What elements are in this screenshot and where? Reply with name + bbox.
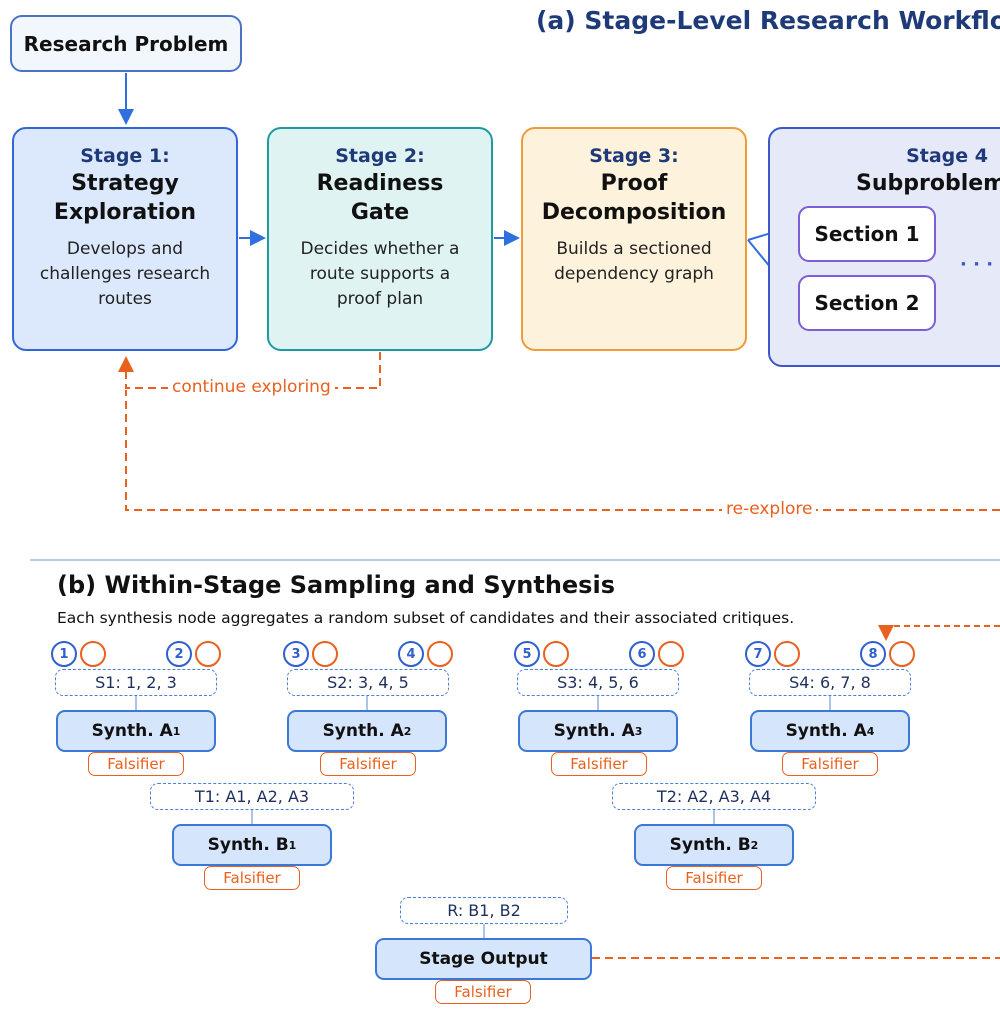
re-explore-label: re-explore bbox=[722, 499, 817, 519]
stage-4-name: Subproblem bbox=[856, 171, 1000, 196]
stage-2-name-line2: Gate bbox=[350, 200, 410, 225]
synth-b1-subscript: 1 bbox=[288, 838, 297, 852]
stage-2-desc-line3: proof plan bbox=[336, 289, 424, 309]
stage-2-desc-line2: route supports a bbox=[309, 264, 451, 284]
stage-4-number: Stage 4 bbox=[906, 145, 988, 167]
section-1-node: Section 1 bbox=[798, 206, 936, 262]
candidate-6-circle: 6 bbox=[629, 641, 655, 667]
synth-a3-label: Synth. A bbox=[553, 721, 635, 741]
synth-b2-subscript: 2 bbox=[750, 838, 759, 852]
stage-2-name-line1: Readiness bbox=[316, 171, 444, 196]
stage-1-name-line1: Strategy bbox=[71, 171, 179, 196]
re-explore-loop bbox=[125, 390, 1000, 511]
stage-3-name-line1: Proof bbox=[600, 171, 668, 196]
research-problem-node: Research Problem bbox=[10, 15, 242, 72]
set-r: R: B1, B2 bbox=[400, 897, 568, 924]
set-s3: S3: 4, 5, 6 bbox=[517, 669, 679, 696]
synth-a3-subscript: 3 bbox=[634, 724, 643, 738]
candidate-5-circle: 5 bbox=[514, 641, 540, 667]
stage-3-name-line2: Decomposition bbox=[541, 200, 727, 225]
stage-2-desc-line1: Decides whether a bbox=[300, 239, 460, 259]
falsifier-root: Falsifier bbox=[435, 980, 531, 1004]
set-t1: T1: A1, A2, A3 bbox=[150, 783, 354, 810]
candidate-2-circle: 2 bbox=[166, 641, 192, 667]
set-s2: S2: 3, 4, 5 bbox=[287, 669, 449, 696]
critique-1-circle bbox=[80, 641, 106, 667]
stage-2-node: Stage 2: Readiness Gate Decides whether … bbox=[267, 127, 493, 351]
falsifier-a4: Falsifier bbox=[782, 752, 878, 776]
stage-1-desc-line2: challenges research bbox=[39, 264, 211, 284]
candidate-3-circle: 3 bbox=[283, 641, 309, 667]
critique-7-circle bbox=[774, 641, 800, 667]
stage-2-desc: Decides whether a route supports a proof… bbox=[301, 237, 460, 312]
synth-a4-label: Synth. A bbox=[785, 721, 867, 741]
falsifier-a3: Falsifier bbox=[551, 752, 647, 776]
set-t2: T2: A2, A3, A4 bbox=[612, 783, 816, 810]
falsifier-a2: Falsifier bbox=[320, 752, 416, 776]
synth-a2-label: Synth. A bbox=[322, 721, 404, 741]
set-s1: S1: 1, 2, 3 bbox=[55, 669, 217, 696]
stage-1-node: Stage 1: Strategy Exploration Develops a… bbox=[12, 127, 238, 351]
continue-exploring-label: continue exploring bbox=[168, 377, 335, 397]
falsifier-b1: Falsifier bbox=[204, 866, 300, 890]
stage-1-name-line2: Exploration bbox=[53, 200, 197, 225]
panel-a-title: (a) Stage-Level Research Workflow bbox=[536, 6, 1000, 35]
synth-a2-subscript: 2 bbox=[403, 724, 412, 738]
stage-1-desc-line1: Develops and bbox=[66, 239, 184, 259]
stage-3-number: Stage 3: bbox=[589, 145, 679, 167]
critique-6-circle bbox=[658, 641, 684, 667]
feedback-to-candidate8 bbox=[878, 625, 1000, 641]
candidate-4-circle: 4 bbox=[398, 641, 424, 667]
falsifier-b2: Falsifier bbox=[666, 866, 762, 890]
synth-b1-label: Synth. B bbox=[207, 835, 289, 855]
stage-3-desc-line1: Builds a sectioned bbox=[556, 239, 712, 259]
synth-a1-subscript: 1 bbox=[172, 724, 181, 738]
candidate-8-circle: 8 bbox=[860, 641, 886, 667]
stage-3-desc: Builds a sectioned dependency graph bbox=[554, 237, 714, 287]
critique-8-circle bbox=[889, 641, 915, 667]
stage-1-desc-line3: routes bbox=[98, 289, 152, 309]
critique-2-circle bbox=[195, 641, 221, 667]
stage-1-number: Stage 1: bbox=[80, 145, 170, 167]
stage-output-node: Stage Output bbox=[375, 938, 592, 980]
stage-3-desc-line2: dependency graph bbox=[554, 264, 714, 284]
stage-3-node: Stage 3: Proof Decomposition Builds a se… bbox=[521, 127, 747, 351]
falsifier-a1: Falsifier bbox=[88, 752, 184, 776]
synth-a1-label: Synth. A bbox=[91, 721, 173, 741]
critique-3-circle bbox=[312, 641, 338, 667]
critique-4-circle bbox=[427, 641, 453, 667]
stage-1-desc: Develops and challenges research routes bbox=[40, 237, 210, 312]
panel-b-title: (b) Within-Stage Sampling and Synthesis bbox=[57, 571, 615, 599]
synth-a4-subscript: 4 bbox=[866, 724, 875, 738]
set-s4: S4: 6, 7, 8 bbox=[749, 669, 911, 696]
candidate-1-circle: 1 bbox=[51, 641, 77, 667]
section-ellipsis: · · · bbox=[960, 254, 994, 275]
critique-5-circle bbox=[543, 641, 569, 667]
candidate-7-circle: 7 bbox=[745, 641, 771, 667]
section-2-node: Section 2 bbox=[798, 275, 936, 331]
panel-b-subtitle: Each synthesis node aggregates a random … bbox=[57, 609, 795, 627]
stage-2-number: Stage 2: bbox=[335, 145, 425, 167]
synth-b2-label: Synth. B bbox=[669, 835, 751, 855]
